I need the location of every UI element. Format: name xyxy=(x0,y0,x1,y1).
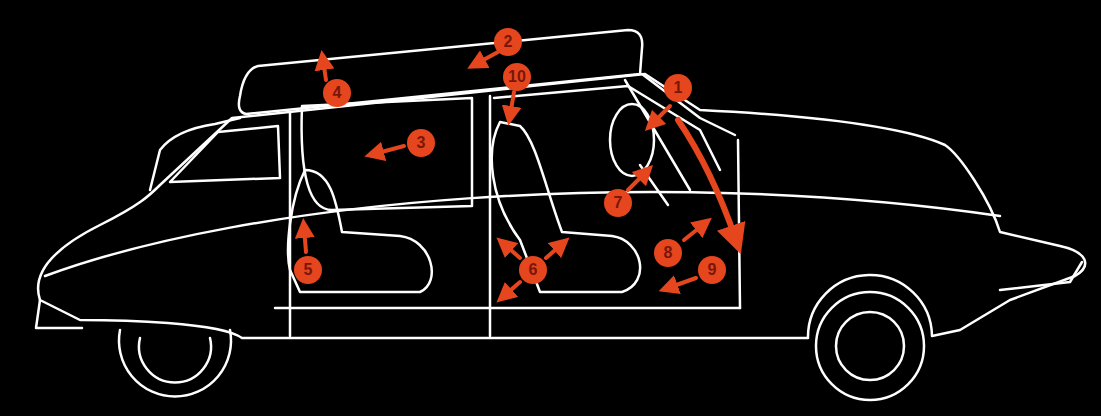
callout-arrow xyxy=(476,52,498,64)
callout-number: 8 xyxy=(654,239,682,267)
callout-number: 7 xyxy=(604,189,632,217)
door-edge xyxy=(489,96,492,336)
front-seat xyxy=(492,122,640,292)
callout-number: 5 xyxy=(294,256,322,284)
steering-wheel xyxy=(610,104,654,176)
callout-number: 6 xyxy=(519,256,547,284)
front-wheel xyxy=(816,292,924,400)
callout-arrow xyxy=(504,244,520,258)
rear-seat xyxy=(288,170,432,292)
rocker-line xyxy=(275,307,740,310)
door-edge xyxy=(738,140,740,308)
quarter-window xyxy=(170,126,280,182)
callout-number: 9 xyxy=(698,256,726,284)
callout-arrow xyxy=(510,92,514,116)
rear-wheel-hub xyxy=(139,338,211,382)
callout-arrow xyxy=(304,228,306,252)
roof-panel xyxy=(239,30,642,114)
front-wheel-hub xyxy=(836,312,904,380)
airflow-arrow xyxy=(678,120,736,240)
callout-number: 10 xyxy=(503,63,531,91)
callout-number: 1 xyxy=(664,74,692,102)
front-bumper xyxy=(1000,262,1082,290)
rear-bumper xyxy=(36,300,82,328)
callout-number: 3 xyxy=(407,129,435,157)
callout-arrow xyxy=(546,244,562,258)
callout-arrow xyxy=(668,278,696,288)
body-outline xyxy=(38,74,1085,338)
rear-wheel xyxy=(119,330,231,397)
callout-arrow xyxy=(504,282,520,296)
callout-arrow xyxy=(628,172,646,190)
rear-door-window xyxy=(302,98,472,210)
callout-arrow xyxy=(323,60,326,80)
callout-number: 2 xyxy=(494,28,522,56)
callout-arrow xyxy=(684,224,704,240)
callout-number: 4 xyxy=(323,79,351,107)
callout-arrow xyxy=(652,106,670,124)
callout-arrow xyxy=(374,146,404,154)
